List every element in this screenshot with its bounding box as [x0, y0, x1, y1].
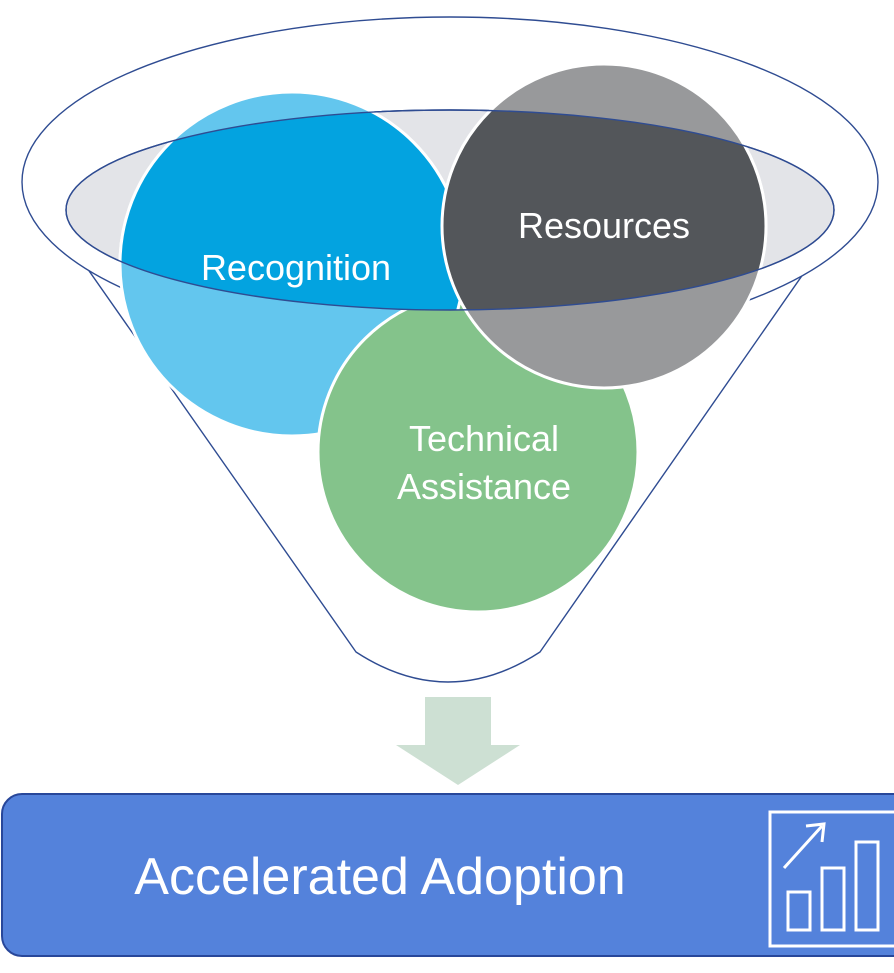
- down-arrow: [396, 697, 520, 785]
- recognition-label: Recognition: [201, 247, 391, 288]
- resources-label: Resources: [518, 205, 690, 246]
- technical-assistance-label-line2: Assistance: [397, 466, 571, 507]
- bar-chart-growth-icon: [768, 810, 894, 948]
- result-box: [1, 793, 894, 957]
- technical-assistance-label-line1: Technical: [409, 418, 559, 459]
- result-label: Accelerated Adoption: [134, 848, 625, 906]
- funnel-inner-ring-edge: [65, 109, 835, 311]
